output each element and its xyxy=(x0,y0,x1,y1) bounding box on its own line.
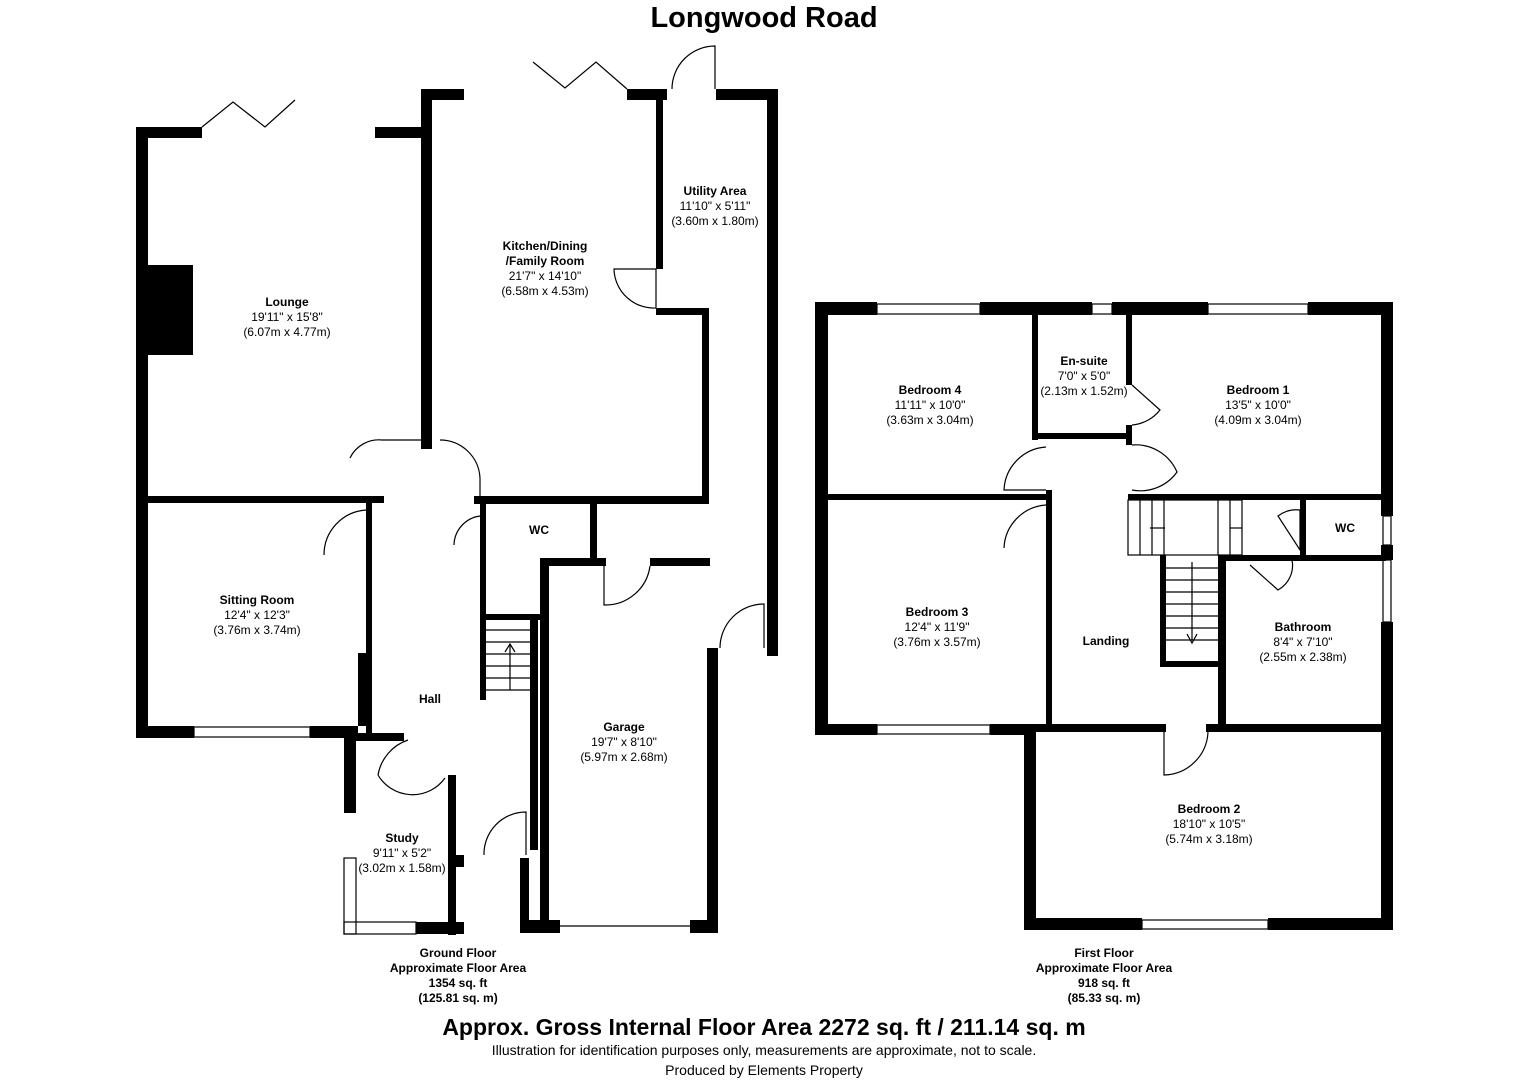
room-bedroom4: Bedroom 4 11'11" x 10'0" (3.63m x 3.04m) xyxy=(865,383,995,428)
room-metric: (2.55m x 2.38m) xyxy=(1259,650,1347,664)
room-metric: (3.76m x 3.74m) xyxy=(213,623,301,637)
room-imperial: 19'7" x 8'10" xyxy=(591,735,657,749)
room-imperial: 21'7" x 14'10" xyxy=(508,269,582,283)
room-wc-ground: WC xyxy=(509,523,569,538)
room-ensuite: En-suite 7'0" x 5'0" (2.13m x 1.52m) xyxy=(1036,354,1132,399)
room-name: Hall xyxy=(418,692,441,706)
room-bathroom: Bathroom 8'4" x 7'10" (2.55m x 2.38m) xyxy=(1238,620,1368,665)
room-name: Bedroom 4 xyxy=(898,383,962,397)
gross-floor-area: Approx. Gross Internal Floor Area 2272 s… xyxy=(442,1014,1086,1040)
room-imperial: 11'11" x 10'0" xyxy=(894,398,966,412)
caption-line: Approximate Floor Area xyxy=(389,961,527,975)
room-name: WC xyxy=(529,523,549,537)
room-hall: Hall xyxy=(400,692,460,707)
room-name: Study xyxy=(385,831,419,845)
room-name: Bedroom 2 xyxy=(1177,802,1241,816)
room-bedroom1: Bedroom 1 13'5" x 10'0" (4.09m x 3.04m) xyxy=(1193,383,1323,428)
room-study: Study 9'11" x 5'2" (3.02m x 1.58m) xyxy=(352,831,452,876)
disclaimer: Illustration for identification purposes… xyxy=(491,1042,1037,1058)
room-imperial: 12'4" x 12'3" xyxy=(224,608,290,622)
room-landing: Landing xyxy=(1071,634,1141,649)
room-name: Bedroom 1 xyxy=(1226,383,1290,397)
room-imperial: 18'10" x 10'5" xyxy=(1172,817,1246,831)
room-metric: (3.60m x 1.80m) xyxy=(671,214,759,228)
caption-line: Ground Floor xyxy=(419,946,497,960)
room-sitting: Sitting Room 12'4" x 12'3" (3.76m x 3.74… xyxy=(192,593,322,638)
ground-floor-caption: Ground Floor Approximate Floor Area 1354… xyxy=(368,946,548,1006)
room-wc-first: WC xyxy=(1315,521,1375,536)
room-bedroom3: Bedroom 3 12'4" x 11'9" (3.76m x 3.57m) xyxy=(872,605,1002,650)
caption-line: (85.33 sq. m) xyxy=(1067,991,1141,1005)
first-floor-caption: First Floor Approximate Floor Area 918 s… xyxy=(1014,946,1194,1006)
room-imperial: 7'0" x 5'0" xyxy=(1057,369,1111,383)
room-name: Utility Area xyxy=(683,184,747,198)
room-metric: (6.07m x 4.77m) xyxy=(243,325,331,339)
room-metric: (2.13m x 1.52m) xyxy=(1040,384,1128,398)
room-name: En-suite xyxy=(1060,354,1108,368)
ground-floor-walls xyxy=(136,89,778,935)
room-imperial: 11'10" x 5'11" xyxy=(679,199,751,213)
room-metric: (3.02m x 1.58m) xyxy=(358,861,446,875)
room-lounge: Lounge 19'11" x 15'8" (6.07m x 4.77m) xyxy=(222,295,352,340)
room-name: Garage xyxy=(603,720,645,734)
room-kitchen: Kitchen/Dining /Family Room 21'7" x 14'1… xyxy=(480,239,610,299)
room-metric: (3.63m x 3.04m) xyxy=(886,413,974,427)
first-floor-walls xyxy=(815,302,1393,930)
room-imperial: 19'11" x 15'8" xyxy=(251,310,323,324)
room-name: Lounge xyxy=(265,295,309,309)
room-imperial: 8'4" x 7'10" xyxy=(1273,635,1333,649)
ground-floor-fixtures xyxy=(193,45,765,935)
room-name: Bedroom 3 xyxy=(905,605,969,619)
caption-line: 1354 sq. ft xyxy=(428,976,488,990)
room-garage: Garage 19'7" x 8'10" (5.97m x 2.68m) xyxy=(559,720,689,765)
room-imperial: 13'5" x 10'0" xyxy=(1225,398,1291,412)
room-imperial: 9'11" x 5'2" xyxy=(372,846,432,860)
room-name-2: /Family Room xyxy=(505,254,585,268)
room-name: Bathroom xyxy=(1274,620,1332,634)
room-bedroom2: Bedroom 2 18'10" x 10'5" (5.74m x 3.18m) xyxy=(1144,802,1274,847)
room-imperial: 12'4" x 11'9" xyxy=(904,620,970,634)
room-name: Landing xyxy=(1082,634,1130,648)
room-utility: Utility Area 11'10" x 5'11" (3.60m x 1.8… xyxy=(655,184,775,229)
room-name: Sitting Room xyxy=(219,593,295,607)
producer-credit: Produced by Elements Property xyxy=(665,1062,863,1078)
first-floor-fixtures xyxy=(876,303,1392,930)
room-metric: (6.58m x 4.53m) xyxy=(501,284,589,298)
room-metric: (5.97m x 2.68m) xyxy=(580,750,668,764)
room-name: WC xyxy=(1335,521,1355,535)
caption-line: Approximate Floor Area xyxy=(1035,961,1173,975)
room-metric: (4.09m x 3.04m) xyxy=(1214,413,1302,427)
caption-line: (125.81 sq. m) xyxy=(418,991,498,1005)
caption-line: 918 sq. ft xyxy=(1077,976,1131,990)
room-metric: (3.76m x 3.57m) xyxy=(893,635,981,649)
caption-line: First Floor xyxy=(1074,946,1134,960)
room-name: Kitchen/Dining xyxy=(502,239,588,253)
room-metric: (5.74m x 3.18m) xyxy=(1165,832,1253,846)
property-title: Longwood Road xyxy=(650,2,878,34)
